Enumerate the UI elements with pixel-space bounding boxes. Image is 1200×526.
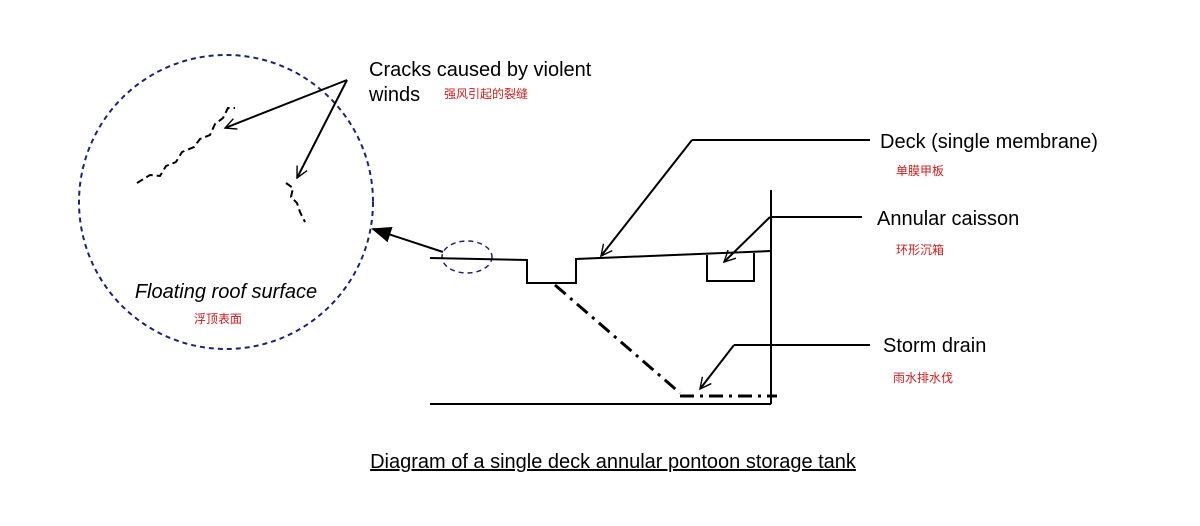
crack-right	[285, 182, 306, 223]
crack-left	[136, 107, 235, 184]
diagram-caption: Diagram of a single deck annular pontoon…	[370, 451, 857, 473]
caisson-arrow	[724, 216, 771, 262]
roof-label-en: Floating roof surface	[135, 281, 317, 303]
detail-ellipse	[441, 240, 493, 274]
caisson-label-zh: 环形沉箱	[896, 242, 944, 257]
cracks-label-en-line2: winds	[368, 84, 420, 106]
deck-label-zh: 单膜甲板	[896, 164, 944, 178]
deck-label-en: Deck (single membrane)	[880, 131, 1098, 153]
drain-arrow	[700, 344, 735, 389]
roof-label-zh: 浮顶表面	[194, 312, 242, 326]
cracks-label-zh: 强风引起的裂缝	[444, 86, 528, 101]
cracks-arrow-2	[296, 79, 348, 178]
deck-arrow	[601, 139, 693, 256]
caisson-box	[706, 253, 755, 282]
drain-label-en: Storm drain	[883, 335, 986, 357]
caisson-label-en: Annular caisson	[877, 208, 1019, 230]
drain-label-zh: 雨水排水伐	[893, 371, 953, 385]
magnify-arrow	[371, 227, 444, 253]
roof-profile	[429, 250, 772, 284]
magnified-roof-circle	[78, 54, 374, 350]
cracks-label-en-line1: Cracks caused by violent	[369, 59, 592, 81]
storm-drain-pipe	[554, 283, 681, 395]
cracks-arrow-1	[225, 79, 348, 128]
